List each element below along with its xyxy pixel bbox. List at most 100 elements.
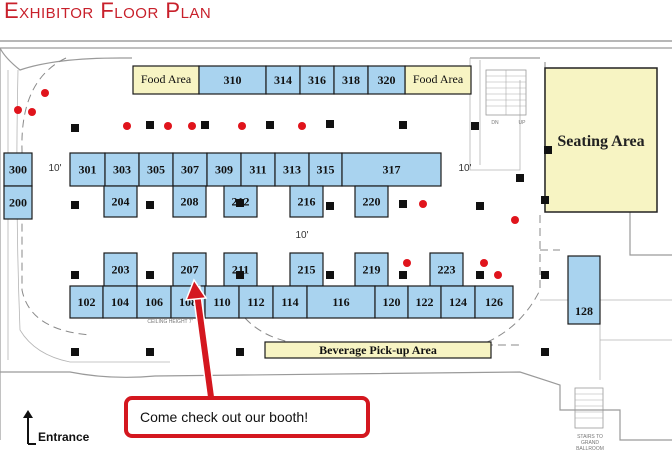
red-dot-icon [14, 106, 22, 114]
booth-114: 114 [272, 285, 308, 319]
booth-216: 216 [289, 185, 324, 218]
booth-number: 126 [485, 295, 503, 309]
pillar-icon [71, 201, 79, 209]
pillar-icon [399, 271, 407, 279]
booth-203: 203 [103, 252, 138, 287]
booth-310: 310 [198, 65, 267, 95]
booth-number: 318 [342, 73, 360, 87]
booth-number: 203 [112, 262, 130, 276]
booth-124: 124 [440, 285, 476, 319]
svg-text:BALLROOM: BALLROOM [576, 446, 604, 452]
distance-label: 10' [458, 163, 471, 174]
red-dot-icon [298, 122, 306, 130]
pillar-icon [544, 146, 552, 154]
booth-number: 317 [383, 162, 401, 176]
booth-number: 309 [215, 162, 233, 176]
booth-number: 208 [181, 194, 199, 208]
booth-number: 314 [274, 73, 292, 87]
booth-309: 309 [206, 152, 242, 187]
booth-120: 120 [374, 285, 409, 319]
seating-area-label: Seating Area [557, 133, 644, 150]
svg-text:UP: UP [519, 120, 527, 126]
pillar-icon [201, 121, 209, 129]
pillar-icon [541, 271, 549, 279]
booth-number: 305 [147, 162, 165, 176]
booth-number: 219 [363, 262, 381, 276]
booth-number: 223 [438, 262, 456, 276]
pillar-icon [326, 271, 334, 279]
pillar-icon [71, 348, 79, 356]
booth-215: 215 [289, 252, 324, 287]
food-area-left: Food Area [132, 65, 200, 95]
red-dot-icon [188, 122, 196, 130]
red-dot-icon [123, 122, 131, 130]
entrance-marker: Entrance [23, 410, 90, 445]
red-dot-icon [419, 200, 427, 208]
booth-211: 211 [223, 252, 258, 287]
map-markers [14, 89, 552, 356]
seating-area: Seating Area [544, 67, 658, 213]
booth-104: 104 [102, 285, 138, 319]
pillar-icon [541, 348, 549, 356]
red-dot-icon [403, 259, 411, 267]
svg-text:CEILING HEIGHT 7': CEILING HEIGHT 7' [147, 319, 192, 325]
booth-207: 207 [172, 252, 207, 287]
booth-number: 220 [363, 194, 381, 208]
booth-number: 307 [181, 162, 199, 176]
booth-318: 318 [333, 65, 369, 95]
red-dot-icon [28, 108, 36, 116]
booth-number: 128 [575, 304, 593, 318]
booth-number: 300 [9, 162, 27, 176]
booth-316: 316 [299, 65, 335, 95]
booth-number: 112 [247, 295, 264, 309]
booth-200: 200 [3, 185, 33, 220]
booth-106: 106 [136, 285, 172, 319]
booth-116: 116 [306, 285, 376, 319]
pillar-icon [71, 271, 79, 279]
food-area-left-label: Food Area [141, 72, 192, 86]
booth-number: 102 [78, 295, 96, 309]
booth-number: 204 [112, 194, 130, 208]
booth-219: 219 [354, 252, 389, 287]
building-outline [0, 47, 672, 441]
booth-220: 220 [354, 185, 389, 218]
booth-313: 313 [274, 152, 310, 187]
booth-320: 320 [367, 65, 406, 95]
booth-317: 317 [341, 152, 442, 187]
booth-number: 215 [298, 262, 316, 276]
booth-number: 316 [308, 73, 326, 87]
entrance-label: Entrance [38, 430, 90, 444]
distance-label: 10' [295, 230, 308, 241]
booth-number: 216 [298, 194, 316, 208]
booth-315: 315 [308, 152, 343, 187]
booth-number: 311 [249, 162, 266, 176]
pillar-icon [71, 124, 79, 132]
pillar-icon [146, 201, 154, 209]
booth-number: 116 [332, 295, 349, 309]
pillar-icon [146, 348, 154, 356]
page-title: Exhibitor Floor Plan [4, 0, 212, 23]
booth-301: 301 [69, 152, 106, 187]
svg-text:GRAND: GRAND [581, 440, 599, 446]
food-area-right-label: Food Area [413, 72, 464, 86]
pillar-icon [399, 200, 407, 208]
booth-number: 110 [213, 295, 230, 309]
booth-126: 126 [474, 285, 514, 319]
red-dot-icon [164, 122, 172, 130]
booth-number: 120 [383, 295, 401, 309]
title-divider [0, 40, 672, 42]
booth-311: 311 [240, 152, 276, 187]
booth-number: 200 [9, 195, 27, 209]
pillar-icon [146, 271, 154, 279]
booth-307: 307 [172, 152, 208, 187]
booth-102: 102 [69, 285, 104, 319]
pillar-icon [326, 120, 334, 128]
dashed-boundary [21, 57, 560, 346]
up-arrow-icon [23, 410, 33, 418]
svg-text:STAIRS TO: STAIRS TO [577, 434, 603, 440]
svg-text:DN: DN [491, 120, 499, 126]
booth-number: 122 [416, 295, 434, 309]
beverage-area-label: Beverage Pick-up Area [319, 343, 437, 357]
booth-callout: Come check out our booth! [124, 396, 370, 438]
